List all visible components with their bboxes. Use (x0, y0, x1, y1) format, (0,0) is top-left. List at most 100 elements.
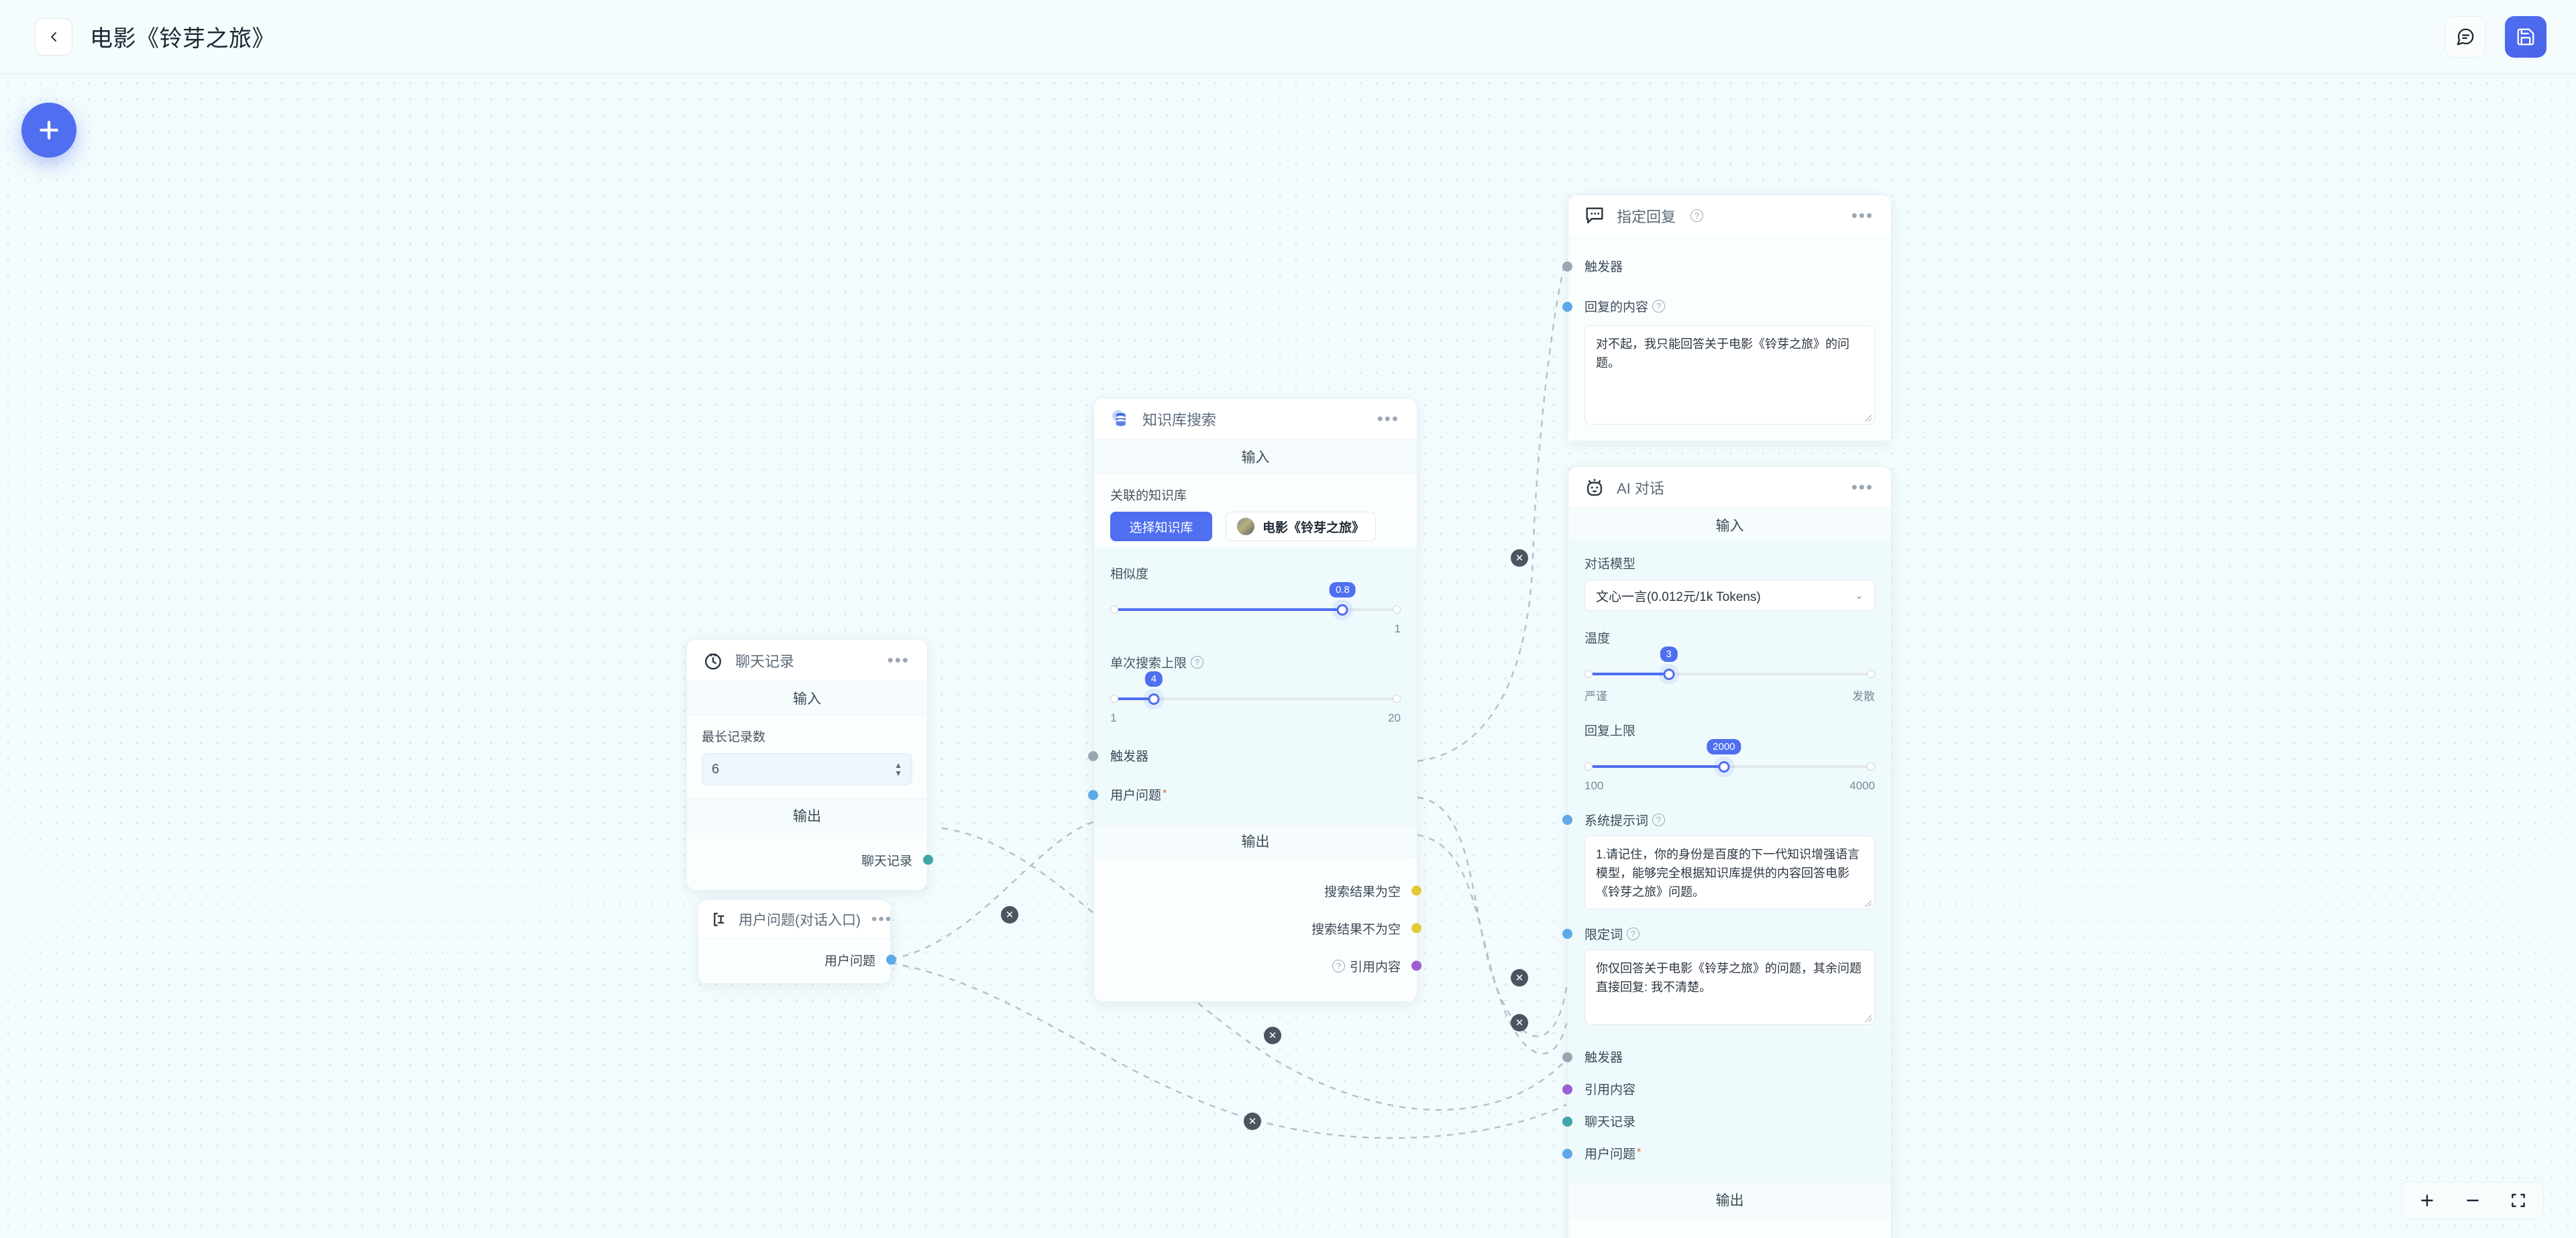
fit-screen-button[interactable] (2507, 1189, 2530, 1212)
port-dot[interactable] (1562, 1052, 1572, 1062)
knowledge-base-avatar (1237, 518, 1254, 535)
caret-down-icon[interactable]: ▼ (894, 769, 902, 778)
chevron-down-icon: ⌄ (1854, 590, 1864, 602)
port-search-not-empty[interactable]: 搜索结果不为空 (1110, 915, 1421, 941)
port-dot[interactable] (1562, 815, 1572, 825)
slider-fill (1110, 608, 1343, 611)
max-records-stepper[interactable]: 6 ▲ ▼ (702, 753, 912, 785)
limit-word-textarea[interactable]: 你仅回答关于电影《铃芽之旅》的问题，其余问题直接回复: 我不清楚。 (1585, 950, 1875, 1025)
port-label: 触发器 (1585, 1050, 1623, 1065)
outputs-section-label: 输出 (1568, 1183, 1891, 1217)
port-user-question-out[interactable]: 用户问题 (713, 948, 896, 971)
knowledge-base-chip[interactable]: 电影《铃芽之旅》 (1226, 512, 1377, 541)
port-dot[interactable] (1562, 929, 1572, 939)
flow-canvas[interactable]: ✕ ✕ ✕ ✕ ✕ ✕ 指定回复 ? ••• 触发器 (0, 74, 2576, 1238)
help-icon[interactable]: ? (1690, 209, 1704, 222)
caret-up-icon[interactable]: ▲ (894, 761, 902, 770)
port-chat-history[interactable]: 聊天记录 (1562, 1108, 1875, 1133)
node-header[interactable]: 聊天记录 ••• (687, 640, 927, 681)
port-quote-content[interactable]: ? 引用内容 (1110, 953, 1421, 978)
port-dot[interactable] (1562, 262, 1572, 272)
port-dot[interactable] (1411, 960, 1421, 971)
help-icon[interactable]: ? (1652, 299, 1666, 313)
slider-knob[interactable] (1336, 604, 1348, 616)
max-records-value: 6 (712, 761, 720, 777)
model-select[interactable]: 文心一言(0.012元/1k Tokens) ⌄ (1585, 580, 1875, 611)
port-dot[interactable] (1562, 1117, 1572, 1127)
text-cursor-icon (710, 909, 731, 930)
port-trigger[interactable]: 触发器 (1088, 742, 1401, 768)
port-search-empty[interactable]: 搜索结果为空 (1110, 878, 1421, 903)
help-icon[interactable]: ? (1332, 959, 1345, 972)
port-chat-history-out[interactable]: 聊天记录 (702, 847, 933, 873)
node-menu-button[interactable]: ••• (1851, 205, 1874, 226)
help-icon[interactable]: ? (1627, 927, 1640, 940)
port-dot[interactable] (1562, 1149, 1572, 1159)
node-ai-dialog[interactable]: AI 对话 ••• 输入 对话模型 文心一言(0.012元/1k Tokens)… (1562, 466, 1892, 1238)
save-button[interactable] (2505, 15, 2546, 58)
zoom-in-button[interactable] (2416, 1189, 2438, 1212)
edge-delete-button[interactable]: ✕ (1001, 906, 1018, 923)
select-knowledge-base-button[interactable]: 选择知识库 (1110, 512, 1212, 541)
node-chat-history[interactable]: 聊天记录 ••• 输入 最长记录数 6 ▲ ▼ 输出 聊天记录 (686, 639, 933, 891)
reply-content-textarea[interactable]: 对不起，我只能回答关于电影《铃芽之旅》的问题。 (1585, 325, 1875, 425)
search-limit-slider[interactable]: 4 (1110, 671, 1401, 708)
port-label: 触发器 (1585, 260, 1623, 274)
similarity-slider[interactable]: 0.8 (1110, 582, 1401, 618)
port-label: 触发器 (1110, 749, 1149, 764)
system-prompt-textarea[interactable]: 1.请记住，你的身份是百度的下一代知识增强语言模型，能够完全根据知识库提供的内容… (1585, 836, 1875, 909)
edge-delete-button[interactable]: ✕ (1511, 969, 1528, 987)
port-dot[interactable] (886, 954, 896, 965)
add-node-button[interactable] (21, 103, 76, 158)
slider-knob[interactable] (1718, 761, 1730, 773)
port-user-question[interactable]: 用户问题 * (1562, 1140, 1875, 1166)
edge-delete-button[interactable]: ✕ (1511, 1014, 1528, 1031)
chat-button[interactable] (2445, 15, 2486, 58)
port-dot[interactable] (1088, 751, 1098, 761)
port-dot[interactable] (1562, 1084, 1572, 1094)
port-trigger[interactable]: 触发器 (1562, 253, 1875, 278)
port-quote-content[interactable]: 引用内容 (1562, 1076, 1875, 1101)
stepper-arrows[interactable]: ▲ ▼ (894, 761, 902, 778)
node-header[interactable]: AI 对话 ••• (1568, 467, 1891, 508)
node-header[interactable]: 用户问题(对话入口) ••• (698, 900, 891, 939)
edge-delete-button[interactable]: ✕ (1511, 549, 1528, 567)
back-button[interactable] (35, 17, 72, 56)
node-menu-button[interactable]: ••• (871, 909, 893, 928)
node-specified-reply[interactable]: 指定回复 ? ••• 触发器 回复的内容 ? 对不起，我只能回答关于电影《铃芽之… (1562, 194, 1892, 441)
similarity-range-labels: 1 (1110, 622, 1401, 636)
port-system-prompt[interactable]: 系统提示词 ? (1562, 810, 1875, 829)
port-reply-content[interactable]: 回复的内容 ? (1562, 293, 1875, 319)
slider-value: 4 (1144, 671, 1163, 687)
node-header[interactable]: 知识库搜索 ••• (1094, 398, 1417, 440)
edge-delete-button[interactable]: ✕ (1244, 1113, 1261, 1130)
port-limit-word[interactable]: 限定词 ? (1562, 924, 1875, 943)
port-label: 用户问题 (824, 954, 875, 968)
node-menu-button[interactable]: ••• (887, 650, 910, 671)
port-dot[interactable] (1562, 302, 1572, 312)
slider-knob[interactable] (1148, 693, 1160, 705)
reply-limit-slider[interactable]: 2000 (1585, 739, 1875, 775)
port-dot[interactable] (1088, 790, 1098, 800)
node-menu-button[interactable]: ••• (1377, 408, 1399, 429)
port-user-question[interactable]: 用户问题 * (1088, 781, 1401, 807)
port-dot[interactable] (1411, 885, 1421, 896)
temperature-slider[interactable]: 3 (1585, 646, 1875, 683)
node-header[interactable]: 指定回复 ? ••• (1568, 195, 1891, 237)
node-menu-button[interactable]: ••• (1851, 477, 1874, 498)
slider-knob[interactable] (1663, 669, 1675, 680)
node-user-question[interactable]: 用户问题(对话入口) ••• 用户问题 (698, 899, 896, 984)
zoom-out-button[interactable] (2461, 1189, 2484, 1212)
range-max: 4000 (1849, 779, 1875, 792)
help-icon[interactable]: ? (1191, 656, 1204, 669)
edge-quote-to-ai-quote (1417, 834, 1568, 1055)
node-inputs-top: 关联的知识库 选择知识库 电影《铃芽之旅》 (1094, 473, 1417, 548)
slider-track (1110, 697, 1401, 700)
port-trigger[interactable]: 触发器 (1562, 1044, 1875, 1069)
port-reply-end[interactable]: ? 回复结束 (1585, 1233, 1875, 1238)
help-icon[interactable]: ? (1652, 813, 1666, 826)
port-dot[interactable] (923, 854, 933, 865)
edge-delete-button[interactable]: ✕ (1264, 1027, 1281, 1044)
port-dot[interactable] (1411, 923, 1421, 934)
node-kb-search[interactable]: 知识库搜索 ••• 输入 关联的知识库 选择知识库 电影《铃芽之旅》 相似度 (1088, 398, 1421, 1002)
